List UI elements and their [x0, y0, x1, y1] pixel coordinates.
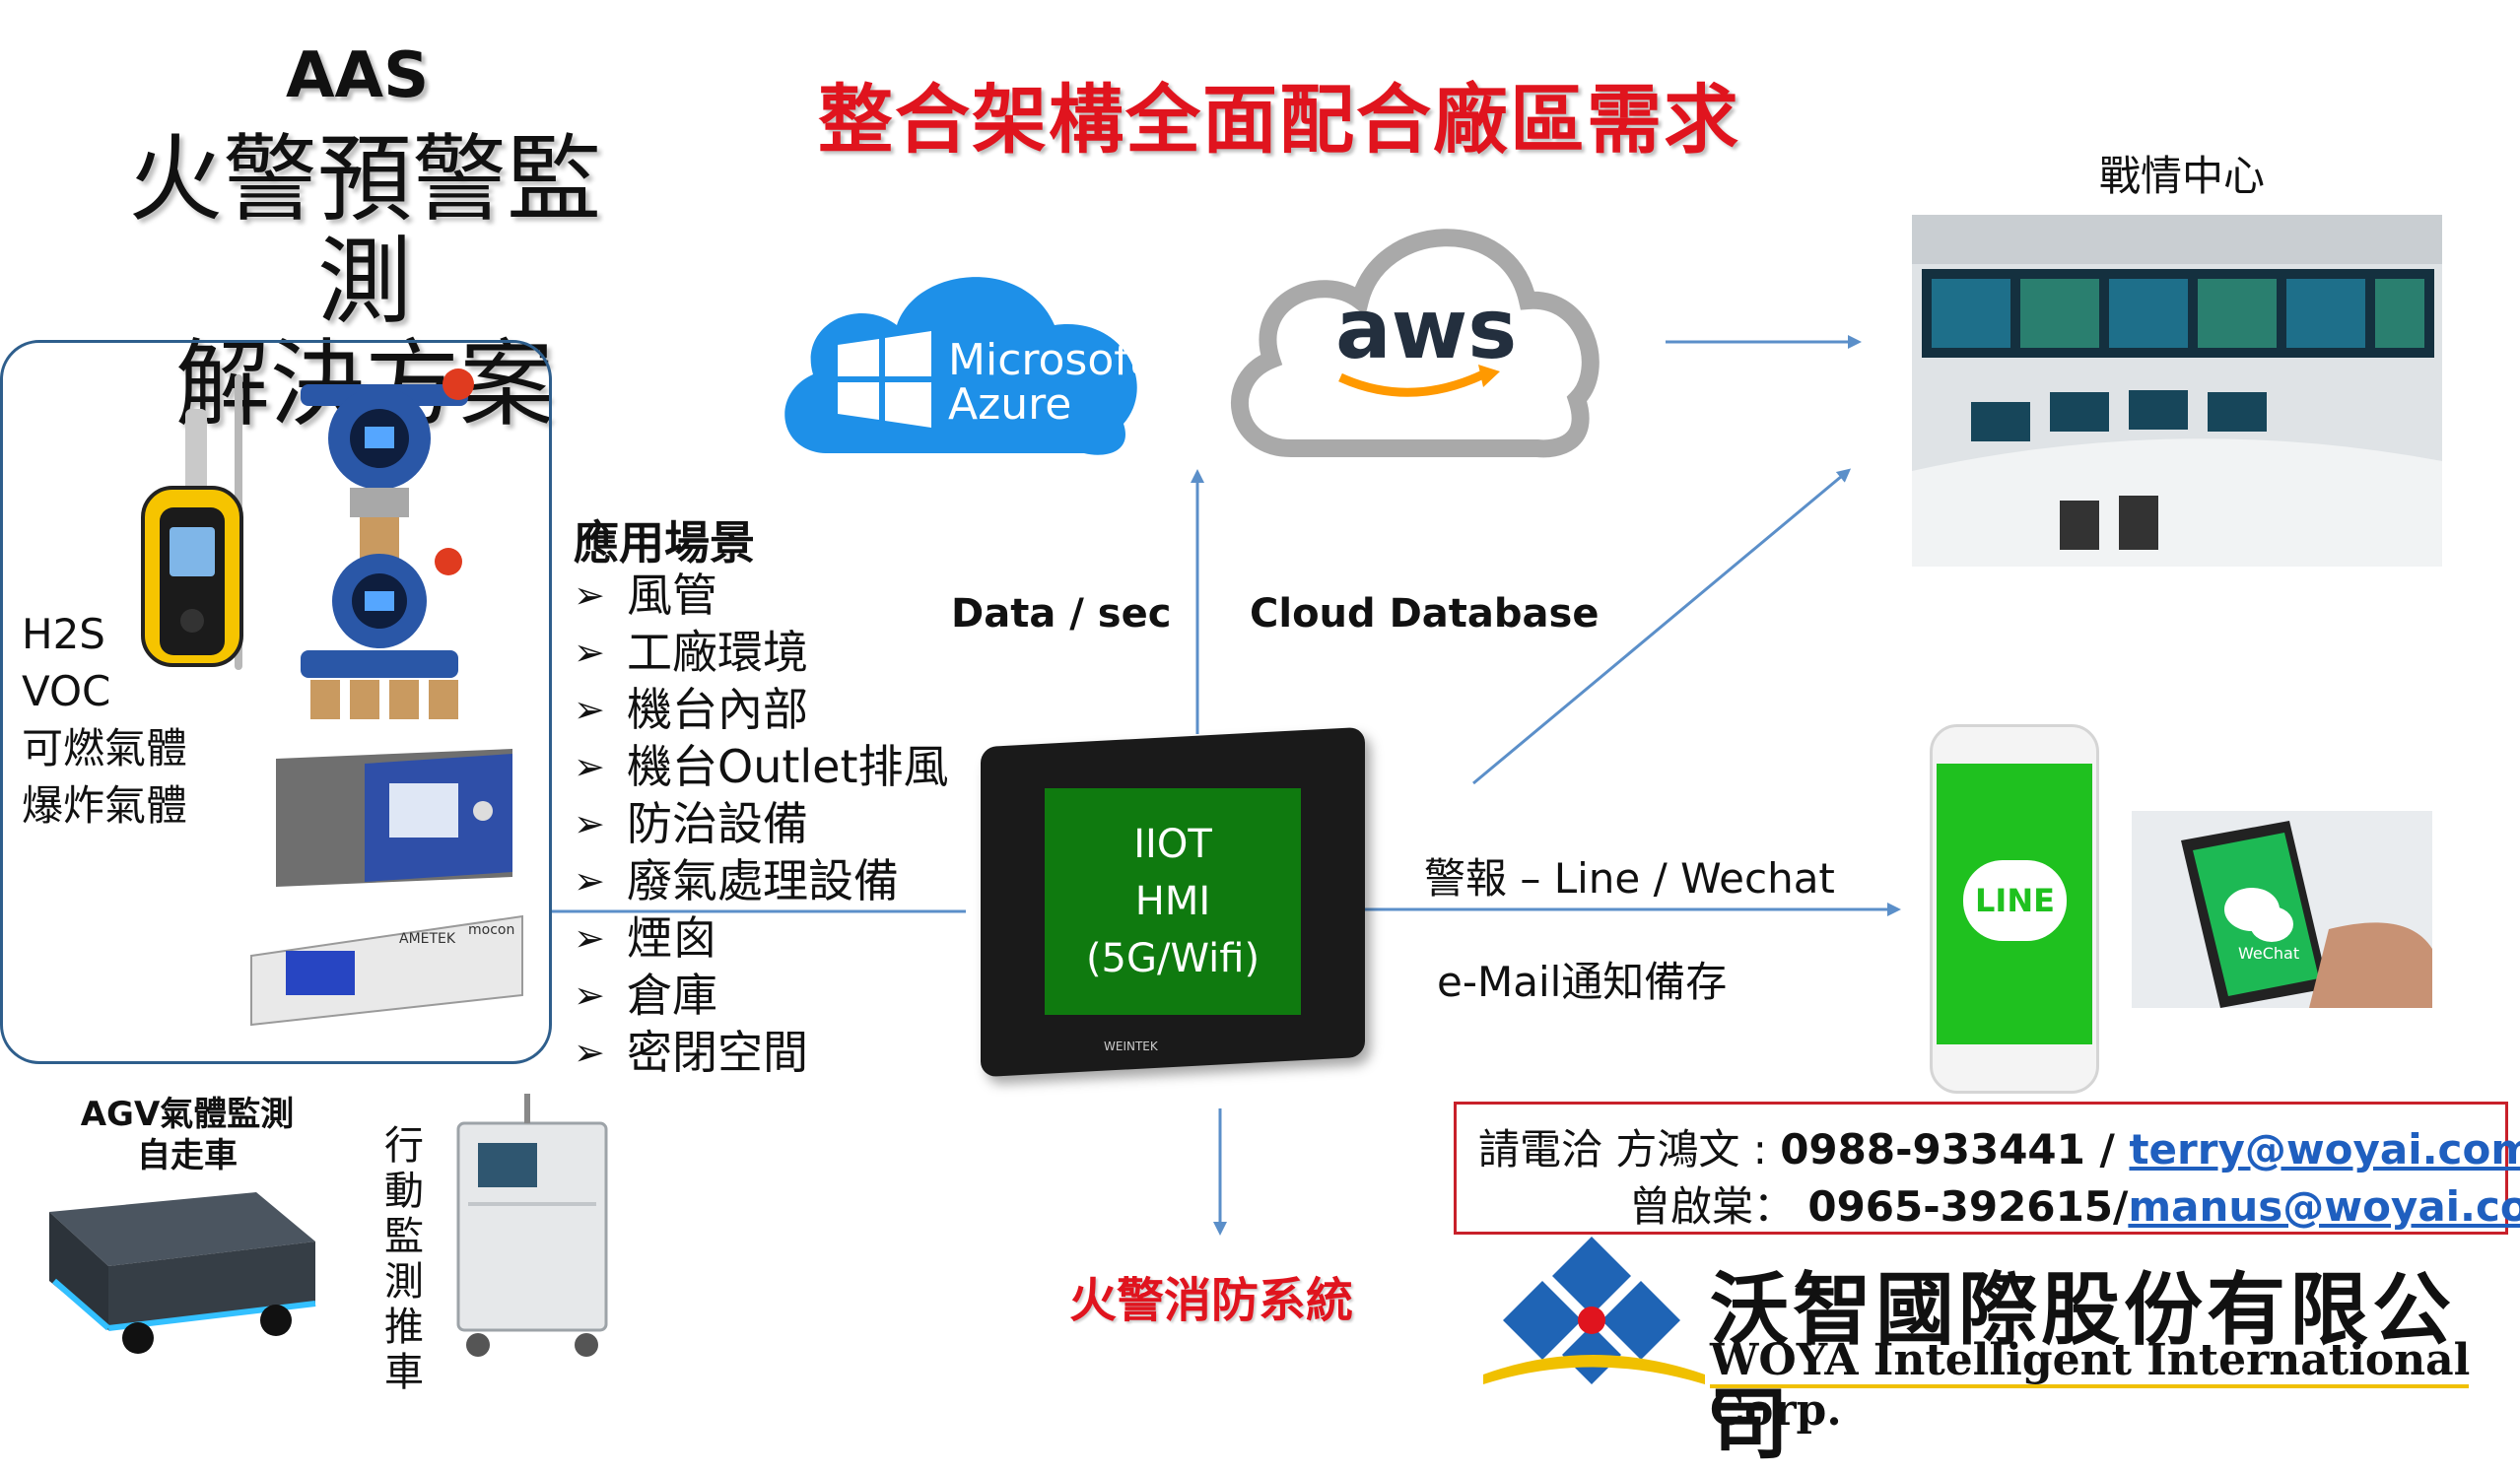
- alarm-label: 警報 – Line / Wechat: [1424, 854, 1835, 903]
- mobile-cart-label: 行 動 監 測 推 車: [379, 1123, 429, 1395]
- contact-email-1[interactable]: terry@woyai.com: [2129, 1125, 2520, 1173]
- gas-item: H2S: [22, 610, 105, 658]
- bullet-arrow-icon: ➢: [574, 1031, 605, 1074]
- agv-line-2: 自走車: [137, 1136, 238, 1175]
- scenario-item: ➢防治設備: [574, 797, 808, 850]
- contact-box: 請電洽 方鴻文 : 0988-933441 / terry@woyai.com …: [1454, 1102, 2520, 1235]
- scenario-item: ➢廢氣處理設備: [574, 854, 899, 907]
- woya-logo-icon: [1483, 1237, 1705, 1384]
- mobile-cart-char: 推: [384, 1305, 424, 1350]
- hmi-brand-label: WEINTEK: [1104, 1039, 1158, 1053]
- azure-cloud-icon: Microsoft Azure: [784, 277, 1145, 455]
- mobile-cart-char: 行: [384, 1123, 424, 1169]
- gas-item: 爆炸氣體: [22, 781, 188, 830]
- mobile-cart-char: 監: [384, 1214, 424, 1259]
- monitoring-cart-icon: [456, 1094, 608, 1357]
- data-rate-label: Data / sec: [951, 591, 1172, 637]
- sensor-device-box: [0, 340, 552, 1064]
- title-line-1: 火警預警監測: [128, 124, 601, 337]
- flow-arrows: [1191, 335, 1901, 1236]
- hmi-line-1: IIOT: [1133, 822, 1212, 867]
- headline: 整合架構全面配合廠區需求: [818, 76, 1740, 164]
- war-room-photo: [1912, 215, 2442, 567]
- contact-prefix: 請電洽 方鴻文 :: [1478, 1125, 1781, 1173]
- scenario-item: ➢機台內部: [574, 683, 808, 736]
- hmi-line-3: (5G/Wifi): [1085, 936, 1260, 981]
- gas-list: H2S VOC 可燃氣體 爆炸氣體: [22, 606, 187, 835]
- agv-line-1: AGV氣體監測: [80, 1095, 295, 1134]
- gas-analyzer-icon: [276, 749, 512, 887]
- azure-text-2: Azure: [948, 379, 1071, 430]
- scenario-item: ➢煙囪: [574, 911, 717, 965]
- contact-name-2: 曾啟棠：: [1629, 1182, 1808, 1231]
- agv-label: AGV氣體監測 自走車: [69, 1094, 306, 1176]
- contact-separator: /: [2113, 1182, 2129, 1231]
- aws-smile-icon: [1338, 369, 1485, 397]
- line-app-label: LINE: [1975, 882, 2055, 919]
- gas-item: 可燃氣體: [22, 724, 188, 772]
- wechat-label: WeChat: [2238, 944, 2299, 963]
- contact-line-1: 請電洽 方鴻文 : 0988-933441 / terry@woyai.com: [1478, 1116, 2520, 1176]
- windows-logo-icon: [838, 331, 931, 428]
- company-underline: [1710, 1384, 2469, 1388]
- fire-system-label: 火警消防系統: [1069, 1273, 1354, 1328]
- scenario-heading: 應用場景: [574, 516, 755, 570]
- scenario-item: ➢倉庫: [574, 969, 717, 1022]
- contact-separator: /: [2084, 1125, 2130, 1173]
- ametek-analyzer-icon: AMETEK mocon: [250, 914, 523, 1027]
- gas-item: VOC: [22, 667, 111, 715]
- aws-cloud-icon: aws: [1231, 229, 1600, 458]
- contact-email-2[interactable]: manus@woyai.com: [2128, 1182, 2520, 1231]
- bullet-arrow-icon: ➢: [574, 573, 605, 617]
- multi-port-detector-icon: [301, 548, 462, 719]
- email-label: e-Mail通知備存: [1437, 958, 1728, 1006]
- mobile-cart-char: 動: [384, 1169, 424, 1214]
- line-app-icon: LINE: [1963, 860, 2067, 941]
- azure-text-1: Microsoft: [948, 335, 1145, 385]
- contact-line-2: 曾啟棠： 0965-392615/manus@woyai.com: [1629, 1173, 2520, 1234]
- mobile-cart-char: 測: [384, 1259, 424, 1305]
- ametek-label: AMETEK: [399, 931, 456, 947]
- war-room-label: 戰情中心: [2099, 152, 2266, 200]
- scenario-item: ➢風管: [574, 569, 717, 622]
- bullet-arrow-icon: ➢: [574, 973, 605, 1017]
- bullet-arrow-icon: ➢: [574, 688, 605, 731]
- bullet-arrow-icon: ➢: [574, 745, 605, 788]
- agv-vehicle-icon: [49, 1192, 316, 1354]
- scenario-item: ➢密閉空間: [574, 1026, 808, 1079]
- bullet-arrow-icon: ➢: [574, 802, 605, 845]
- aws-text: aws: [1335, 281, 1517, 377]
- scenario-list: ➢風管 ➢工廠環境 ➢機台內部 ➢機台Outlet排風 ➢防治設備 ➢廢氣處理設…: [574, 567, 949, 1081]
- sensor-devices-illustration: AMETEK mocon: [141, 369, 523, 1027]
- mobile-cart-char: 車: [384, 1350, 424, 1395]
- contact-phone-1[interactable]: 0988-933441: [1780, 1125, 2085, 1173]
- handheld-detector-icon: [141, 409, 243, 667]
- contact-phone-2[interactable]: 0965-392615: [1807, 1182, 2114, 1231]
- hmi-line-2: HMI: [1134, 879, 1211, 924]
- arrow-hmi-to-warroom: [1472, 468, 1852, 785]
- wechat-photo: WeChat: [2132, 811, 2432, 1008]
- hmi-screen: IIOT HMI (5G/Wifi): [1045, 788, 1301, 1015]
- mocon-label: mocon: [468, 922, 514, 938]
- bullet-arrow-icon: ➢: [574, 631, 605, 674]
- scenario-item: ➢機台Outlet排風: [574, 740, 949, 793]
- cloud-database-label: Cloud Database: [1250, 591, 1600, 637]
- bullet-arrow-icon: ➢: [574, 859, 605, 903]
- scenario-item: ➢工廠環境: [574, 626, 808, 679]
- title-aas: AAS: [286, 39, 430, 112]
- bullet-arrow-icon: ➢: [574, 916, 605, 960]
- sensor-to-hmi-line: [552, 909, 966, 913]
